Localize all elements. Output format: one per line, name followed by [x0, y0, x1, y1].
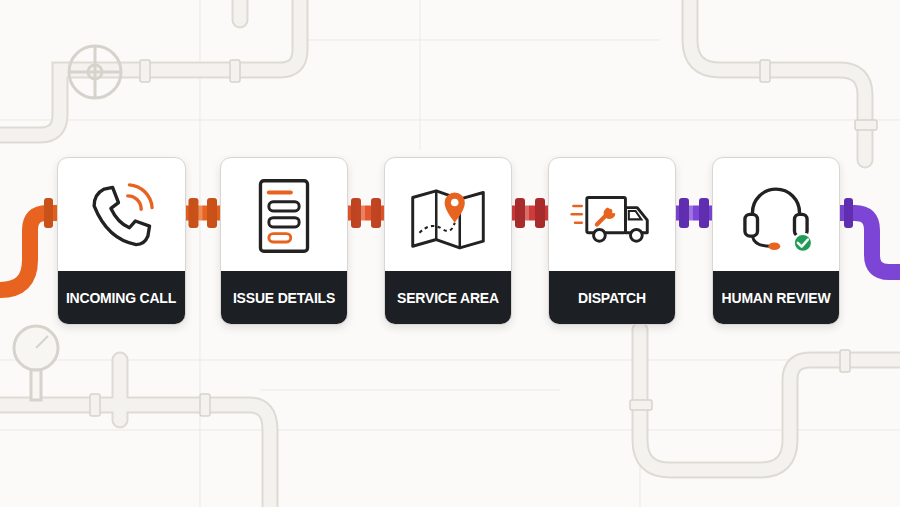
- process-card: HUMAN REVIEW: [712, 157, 840, 325]
- pipe-highlight: [525, 204, 529, 222]
- pipe-highlight: [361, 204, 365, 222]
- step-label: SERVICE AREA: [397, 290, 499, 306]
- outlet-pipe: [840, 198, 900, 272]
- pipe-highlight: [199, 204, 203, 222]
- step-icon: [79, 174, 163, 258]
- process-card: INCOMING CALL: [57, 157, 186, 325]
- label-band: SERVICE AREA: [385, 271, 511, 324]
- pipe-flange: [207, 198, 217, 228]
- label-band: ISSUE DETAILS: [221, 271, 347, 324]
- process-card: DISPATCH: [548, 157, 676, 325]
- valve-wheel: [69, 46, 121, 98]
- pipe-fittings: [90, 60, 877, 416]
- inlet-pipe: [0, 198, 57, 290]
- step-label: INCOMING CALL: [66, 290, 176, 306]
- pipe-connector-group: [348, 198, 384, 228]
- pipe-connector-group: [676, 198, 712, 228]
- step-label: HUMAN REVIEW: [722, 290, 831, 306]
- process-card: ISSUE DETAILS: [220, 157, 348, 325]
- pipe-flange: [189, 198, 199, 228]
- label-band: HUMAN REVIEW: [713, 271, 839, 324]
- pipe-flange: [699, 198, 709, 228]
- step-icon: [734, 174, 818, 258]
- pipe-connector-group: [186, 198, 221, 228]
- step-icon: [242, 174, 326, 258]
- pipe-highlight: [689, 204, 693, 222]
- step-icon: [570, 174, 654, 258]
- label-band: INCOMING CALL: [58, 271, 185, 324]
- pipe-flange: [679, 198, 689, 228]
- step-label: DISPATCH: [578, 290, 646, 306]
- pipe-flange: [515, 198, 525, 228]
- pipe-flange: [351, 198, 361, 228]
- label-band: DISPATCH: [549, 271, 675, 324]
- step-icon: [406, 174, 490, 258]
- process-card: SERVICE AREA: [384, 157, 512, 325]
- step-label: ISSUE DETAILS: [233, 290, 335, 306]
- pipe-flange: [371, 198, 381, 228]
- pipe-connector-group: [512, 198, 548, 228]
- pressure-gauge: [14, 326, 58, 400]
- pipe-flange: [535, 198, 545, 228]
